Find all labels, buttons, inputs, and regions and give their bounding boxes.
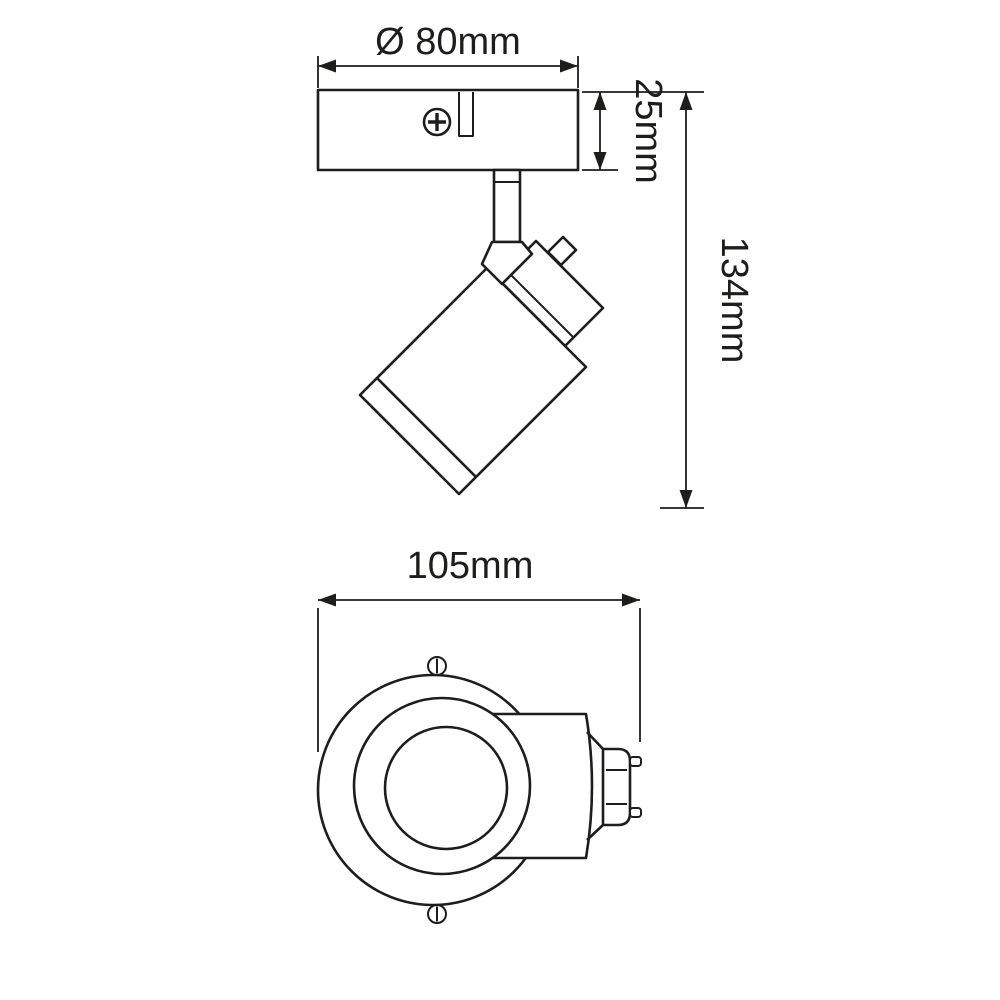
arrowhead-down-icon — [593, 152, 607, 170]
spot-head — [358, 266, 588, 496]
plate-screw-bottom-icon — [427, 904, 447, 924]
dim-canopy-height: 25mm — [582, 78, 704, 184]
dim-overall-width: 105mm — [317, 545, 641, 752]
arrowhead-left-icon — [318, 593, 336, 607]
cable-bracket — [458, 92, 474, 137]
arrowhead-up-icon — [679, 92, 693, 110]
socket-cap — [601, 747, 632, 827]
dim-diameter: Ø 80mm — [317, 21, 579, 88]
canopy-height-label: 25mm — [627, 78, 669, 184]
mounting-screw-icon — [422, 107, 452, 137]
overall-width-label: 105mm — [407, 545, 534, 587]
socket-pin — [629, 756, 642, 767]
socket-pin — [546, 235, 578, 267]
head-rim-line — [376, 377, 477, 478]
total-height-label: 134mm — [713, 237, 755, 364]
head-cylinder — [358, 266, 588, 496]
socket-neck-line — [586, 824, 604, 841]
screw-head — [422, 107, 452, 137]
arrowhead-right-icon — [622, 593, 640, 607]
arrowhead-left-icon — [318, 59, 336, 73]
plate-screw-top-icon — [427, 656, 447, 676]
arrowhead-up-icon — [593, 92, 607, 110]
arrowhead-right-icon — [560, 59, 578, 73]
side-view: Ø 80mm — [316, 21, 755, 509]
socket-pin — [629, 807, 642, 818]
joint-knuckle — [480, 240, 534, 286]
dim-total-height: 134mm — [660, 92, 755, 509]
stem — [492, 168, 522, 244]
arrowhead-down-icon — [679, 490, 693, 508]
socket-neck-line — [586, 731, 604, 750]
diameter-label: Ø 80mm — [375, 21, 521, 63]
bottom-view: 105mm — [316, 545, 642, 924]
socket-side — [586, 731, 642, 841]
socket-step-line — [506, 270, 574, 338]
head-front-inner-circle — [383, 725, 509, 851]
